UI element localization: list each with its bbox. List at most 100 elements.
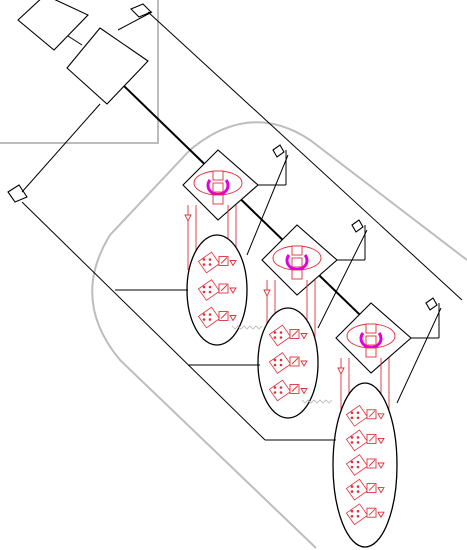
stage-drop-arrow-icon [337,367,345,376]
cell-diagonal [368,484,376,491]
stage-node [291,269,303,280]
cell-dot [350,411,354,415]
cell-dot [350,436,354,439]
lower-bus-wire [21,201,266,441]
stage-cell [345,429,369,452]
cell-arrow-icon [300,388,308,395]
cell-arrow-icon [377,437,385,445]
feedback-arc [285,254,309,271]
cell-dot [356,509,360,513]
stage-cell [268,352,292,374]
left-arrow-icon [7,184,28,203]
cell-arrow-icon [377,413,385,420]
stage-cell [197,279,221,301]
cell-arrow-icon [300,360,308,367]
cell-dot [208,313,212,316]
cell-dot [202,263,206,266]
stage-cell [268,324,292,347]
stage-link-wire [317,229,368,329]
cell-diagonal [220,257,228,264]
left-diagonal-wire [21,103,101,193]
cell-dot [350,465,354,469]
stage-drop-arrow-icon [184,214,192,223]
cell-dot [208,318,212,321]
wire [117,11,153,31]
cell-dot [279,336,283,339]
cell-dot [273,336,277,339]
stage-node [212,170,224,181]
stage-cell [268,379,292,402]
cell-arrow-icon [377,511,385,519]
stage-arrow-icon [351,219,364,233]
feedback-arc [359,332,383,349]
cell-dot [356,465,360,469]
cell-dot [350,509,354,513]
upper-left-frame [0,0,159,144]
cell-dot [356,436,360,439]
cell-dot [356,514,360,518]
cell-arrow-icon [229,287,237,294]
cell-dot [202,318,206,321]
cell-dot [273,363,277,367]
stage-link-wire [246,154,289,256]
cell-dot [279,331,283,334]
stage-node [365,347,377,358]
cell-dot [350,514,354,518]
cell-diagonal [220,312,228,319]
cell-dot [356,460,360,464]
connector [67,35,83,46]
cell-dot [208,285,212,289]
top-center-block [66,27,149,105]
cell-arrow-icon [229,260,237,267]
stage-arrow-icon [272,144,285,158]
cell-diagonal [291,330,299,337]
cell-arrow-icon [377,487,385,494]
stage-node [365,335,377,346]
cell-dot [350,485,354,488]
stage-node [212,182,224,193]
cell-arrow-icon [377,462,385,469]
cell-dot [273,386,277,389]
stage-cell [345,404,369,427]
cell-dot [356,490,360,493]
cell-dot [202,258,206,261]
cell-dot [350,460,354,464]
cell-diagonal [368,459,376,467]
rounded-group-frame [91,121,467,549]
cell-dot [350,416,354,420]
cell-dot [208,290,212,294]
cell-diagonal [368,410,376,418]
cell-dot [273,331,277,334]
cell-dot [356,485,360,488]
main-diagonal-wire [123,85,391,345]
cell-dot [202,285,206,289]
cell-dot [273,358,277,362]
link-squiggle-2 [301,399,333,404]
cell-diagonal [291,385,299,392]
top-bus-wire [147,11,463,301]
cell-dot [279,363,283,367]
cell-dot [279,386,283,389]
cell-dot [350,441,354,444]
feedback-arc [206,179,230,196]
cell-dot [356,411,360,415]
cell-diagonal [368,508,376,516]
cell-diagonal [291,357,299,365]
cell-dot [273,391,277,394]
stage-node [212,194,224,205]
top-arrow-icon [130,3,152,18]
stage-node [365,323,377,334]
cell-dot [356,416,360,420]
cell-diagonal [368,435,376,442]
cell-diagonal [220,284,228,292]
cell-dot [279,358,283,362]
stage-cell [345,503,369,526]
link-squiggle-1 [231,325,263,330]
stage-cell [345,454,369,476]
stage-node [291,245,303,256]
stage-link-wire [396,307,442,404]
stages-group [182,144,442,548]
cell-dot [202,290,206,294]
stage-cell [197,251,221,274]
